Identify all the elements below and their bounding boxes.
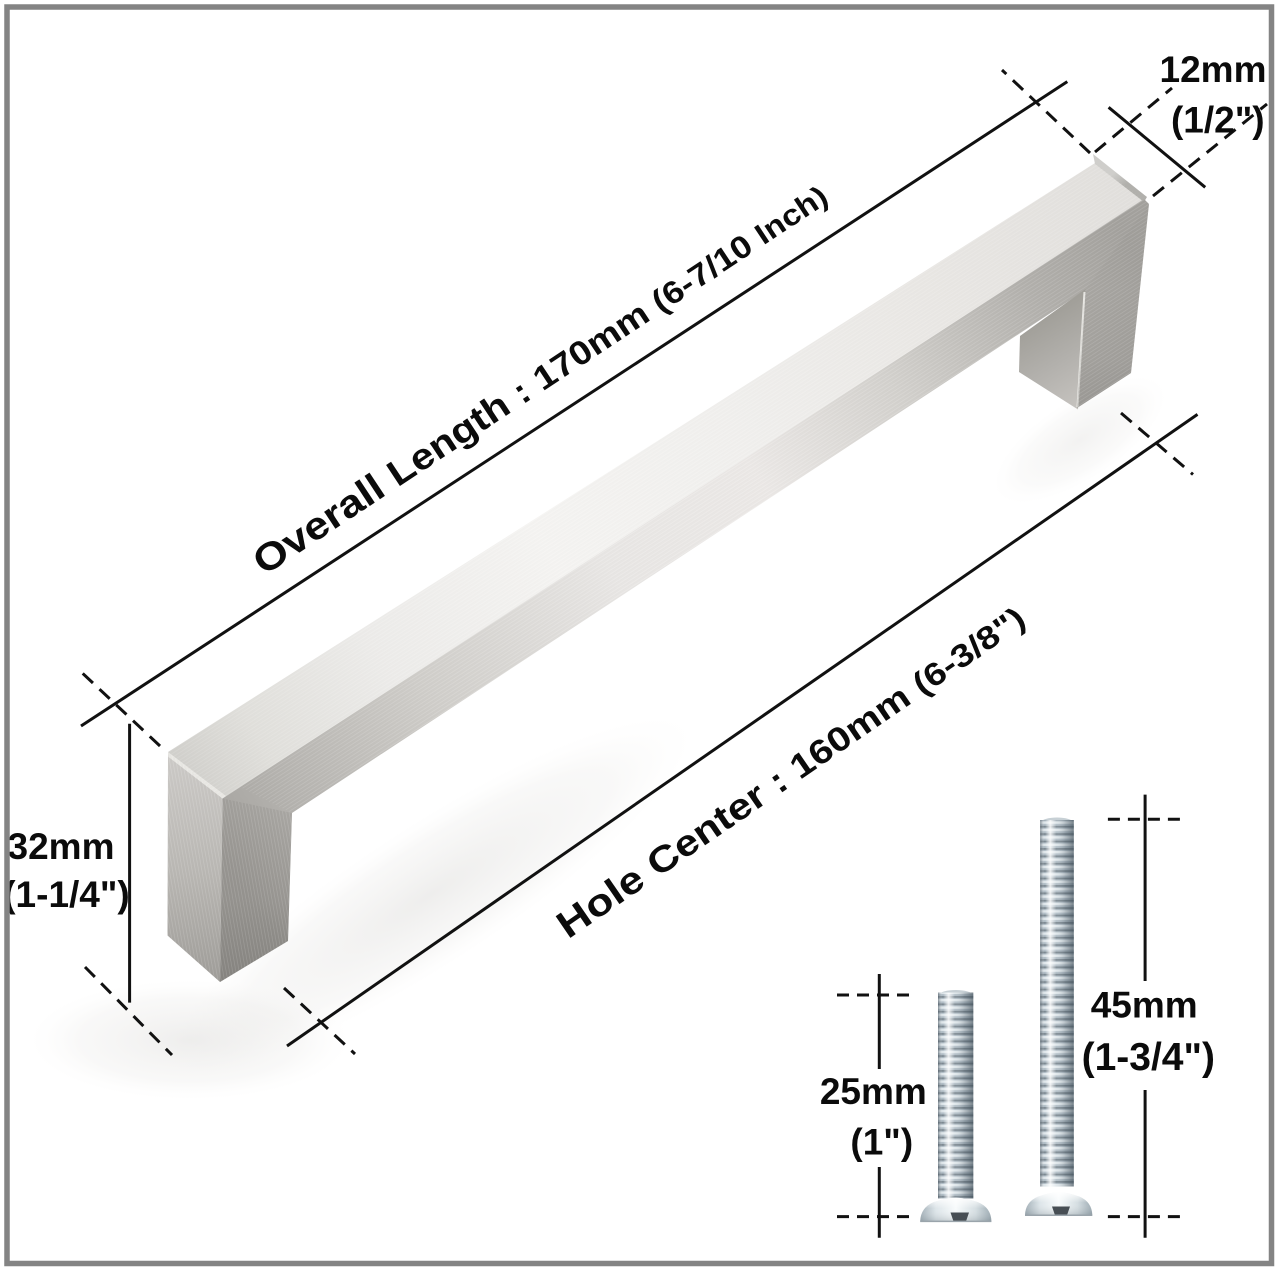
svg-text:45mm: 45mm xyxy=(1091,985,1198,1026)
svg-text:32mm: 32mm xyxy=(8,826,115,867)
svg-text:(1/2"): (1/2") xyxy=(1171,100,1265,141)
svg-text:(1"): (1") xyxy=(850,1122,913,1163)
svg-text:12mm: 12mm xyxy=(1160,49,1267,90)
svg-text:(1-3/4"): (1-3/4") xyxy=(1082,1036,1215,1079)
svg-text:(1-1/4"): (1-1/4") xyxy=(3,874,130,915)
svg-text:25mm: 25mm xyxy=(820,1071,927,1112)
